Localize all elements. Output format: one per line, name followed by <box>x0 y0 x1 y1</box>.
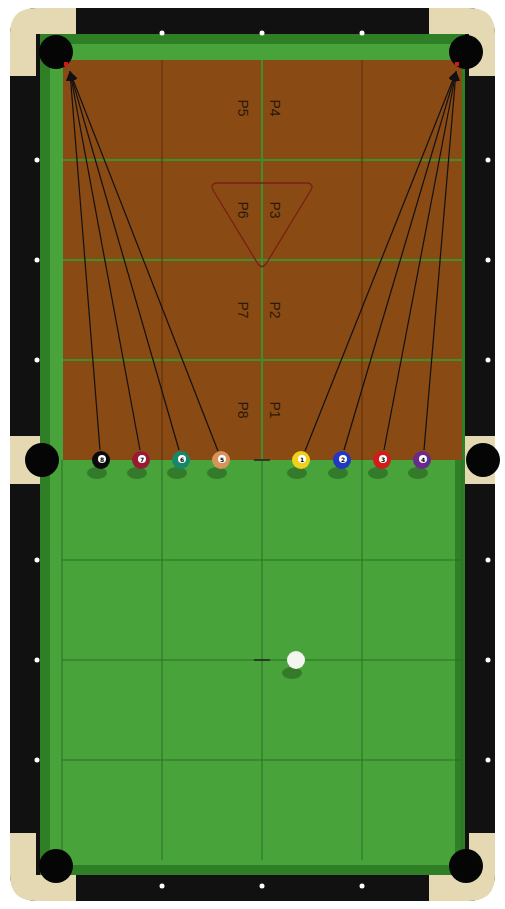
ball-shadow <box>87 467 428 679</box>
ball-number: 7 <box>140 456 144 463</box>
table-grid <box>62 460 462 860</box>
zone-grid <box>162 60 362 460</box>
shot-arrow <box>70 72 456 451</box>
ball-number: 1 <box>300 456 304 463</box>
zone-label: P5 <box>235 99 251 116</box>
rail <box>10 8 495 901</box>
zone-label: P8 <box>235 401 251 418</box>
rack-outline <box>212 183 312 267</box>
ball-number: 3 <box>381 456 385 463</box>
ball-number: 5 <box>220 456 224 463</box>
ball-number: 4 <box>421 456 425 463</box>
zone-label: P1 <box>267 401 283 418</box>
zone-label: P3 <box>267 201 283 218</box>
corner-cap <box>10 8 495 901</box>
target-mark <box>64 62 459 66</box>
zone-label: P7 <box>235 301 251 318</box>
zone-label: P2 <box>267 301 283 318</box>
ball-number-dot <box>98 455 427 463</box>
rail-diamond <box>35 31 491 889</box>
ball-number: 6 <box>180 456 184 463</box>
pocket <box>25 35 500 883</box>
ball-number: 2 <box>341 456 345 463</box>
zone-label: P4 <box>267 99 283 116</box>
zone-grid <box>63 60 462 460</box>
zone-label: P6 <box>235 201 251 218</box>
zone-area <box>63 60 462 460</box>
ball <box>92 451 431 669</box>
ball-number: 8 <box>100 456 104 463</box>
cushion <box>40 34 465 875</box>
